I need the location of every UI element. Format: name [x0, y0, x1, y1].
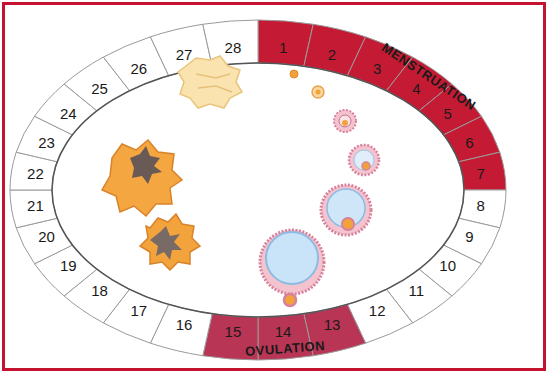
day-number: 25: [91, 80, 108, 97]
day-cell: 9: [463, 227, 475, 247]
day-cell: 23: [36, 133, 57, 153]
day-cell: 17: [128, 301, 149, 321]
day-cell: 1: [277, 38, 289, 58]
day-number: 15: [225, 323, 242, 340]
day-cell: 10: [437, 256, 458, 276]
day-cell: 3: [371, 59, 383, 79]
day-number: 17: [130, 302, 147, 319]
day-number: 16: [176, 316, 193, 333]
inner-circle: [52, 63, 464, 317]
day-number: 12: [369, 302, 386, 319]
day-cell: 13: [322, 315, 343, 335]
day-number: 24: [60, 105, 77, 122]
day-number: 21: [27, 197, 44, 214]
day-number: 28: [225, 39, 242, 56]
day-cell: 15: [223, 322, 244, 342]
day-cell: 2: [326, 45, 338, 65]
day-number: 27: [176, 46, 193, 63]
day-number: 26: [130, 60, 147, 77]
day-number: 3: [373, 60, 381, 77]
day-cell: 22: [25, 164, 46, 184]
day-number: 23: [38, 134, 55, 151]
day-ring: [10, 20, 506, 360]
day-cell: 6: [463, 133, 475, 153]
day-number: 5: [443, 105, 451, 122]
day-number: 6: [465, 134, 473, 151]
day-number: 10: [439, 257, 456, 274]
day-number: 20: [38, 228, 55, 245]
day-number: 14: [275, 323, 292, 340]
day-cell: 7: [474, 164, 486, 184]
day-cell: 26: [128, 59, 149, 79]
day-cell: 24: [58, 104, 79, 124]
day-cell: 16: [174, 315, 195, 335]
day-cell: 28: [223, 38, 244, 58]
day-cell: 5: [441, 104, 453, 124]
day-cell: 25: [89, 79, 110, 99]
day-cell: 14: [273, 322, 294, 342]
day-cell: 11: [407, 281, 427, 301]
day-number: 11: [409, 282, 425, 299]
day-number: 19: [60, 257, 77, 274]
follicle-illustration: [102, 56, 379, 306]
day-number: 18: [91, 282, 108, 299]
day-number: 13: [324, 316, 341, 333]
day-number: 1: [279, 39, 287, 56]
day-cell: 8: [474, 196, 486, 216]
day-cell-shape: [459, 152, 506, 190]
day-cell: 4: [410, 79, 422, 99]
day-number: 4: [412, 80, 420, 97]
day-cell: 20: [36, 227, 57, 247]
day-number: 8: [476, 197, 484, 214]
day-number: 22: [27, 165, 44, 182]
day-cell: 27: [174, 45, 195, 65]
day-number: 7: [476, 165, 484, 182]
day-cell: 12: [367, 301, 388, 321]
day-number: 2: [328, 46, 336, 63]
day-number: 9: [465, 228, 473, 245]
day-cell-shape: [10, 190, 57, 228]
day-cell: 21: [25, 196, 46, 216]
day-cell: 18: [89, 281, 110, 301]
day-cell: 19: [58, 256, 79, 276]
